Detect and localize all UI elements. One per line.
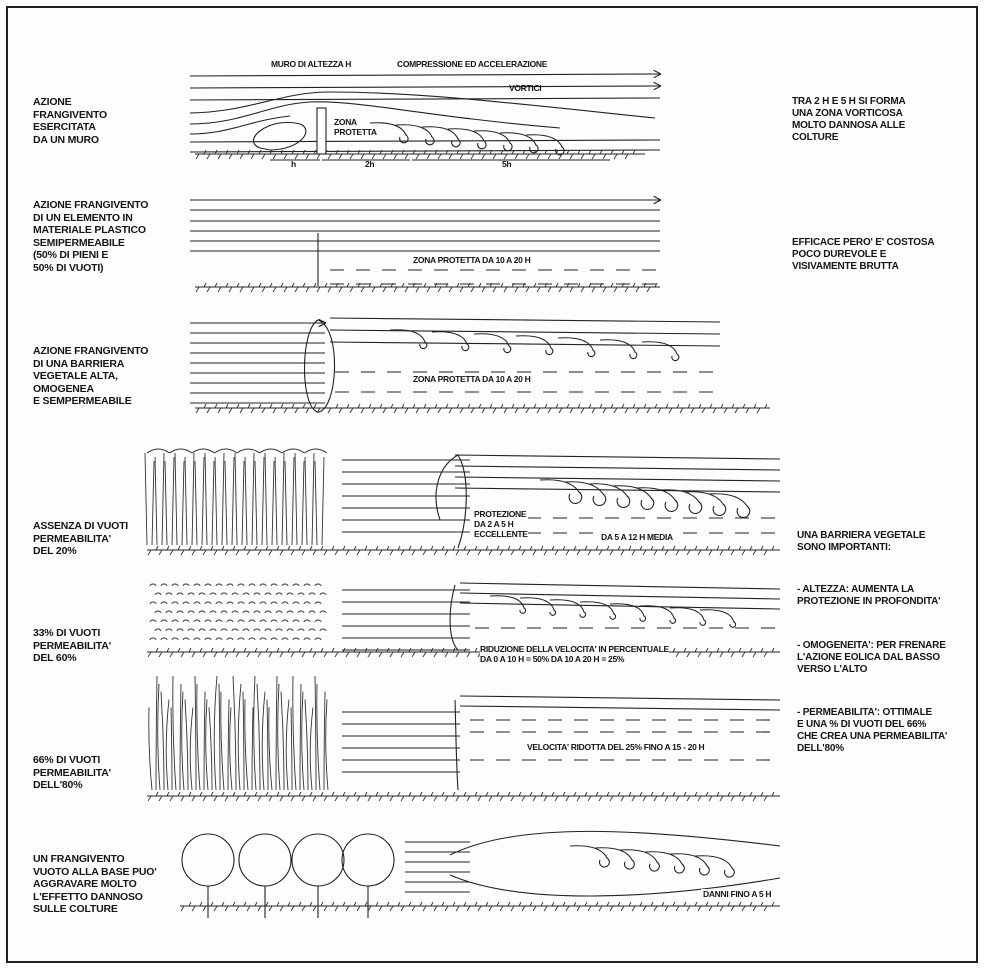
tree-crown	[342, 834, 394, 886]
streamline	[190, 86, 660, 88]
hedge-dense	[145, 449, 327, 545]
streamline	[330, 330, 720, 334]
ann-riduzione: RIDUZIONE DELLA VELOCITA' IN PERCENTUALE…	[480, 644, 669, 664]
streamline	[190, 92, 655, 118]
barrier-tree	[455, 700, 458, 790]
ann-zona-protetta: ZONA PROTETTA	[334, 117, 377, 137]
streamline	[460, 593, 780, 599]
streamline	[450, 831, 780, 855]
streamline	[455, 477, 780, 481]
ann-danni: DANNI FINO A 5 H	[701, 889, 773, 899]
vortex-curls	[570, 846, 734, 877]
ann-zona-10-20-a: ZONA PROTETTA DA 10 A 20 H	[411, 255, 533, 265]
streamline	[190, 140, 660, 142]
ann-protezione: PROTEZIONE DA 2 A 5 H ECCELLENTE	[474, 509, 528, 539]
streamline	[330, 318, 720, 322]
hedge-leafy-strokes	[150, 584, 326, 640]
tree-crown	[182, 834, 234, 886]
ann-muro-altezza: MURO DI ALTEZZA H	[271, 59, 351, 69]
hedge-leafy	[150, 584, 326, 640]
streamline	[190, 74, 660, 76]
ann-dim-5h: 5h	[502, 159, 511, 169]
wall	[317, 108, 326, 154]
vortex-curls	[540, 480, 750, 518]
ann-zona-10-20-b: ZONA PROTETTA DA 10 A 20 H	[411, 374, 533, 384]
streamline	[455, 488, 780, 492]
ann-velocita: VELOCITA' RIDOTTA DEL 25% FINO A 15 - 20…	[525, 742, 706, 752]
ann-dim-2h: 2h	[365, 159, 374, 169]
barrier-tree	[436, 455, 466, 548]
streamline	[455, 466, 780, 470]
tree-crown	[239, 834, 291, 886]
streamline	[190, 116, 290, 134]
eddy-loop	[254, 122, 306, 150]
streamline	[460, 583, 780, 589]
ann-compressione: COMPRESSIONE ED ACCELERAZIONE	[397, 59, 547, 69]
hedge-grass	[149, 676, 328, 790]
barrier-tree	[305, 320, 335, 412]
ann-vortici: VORTICI	[509, 83, 541, 93]
streamline	[190, 98, 660, 100]
tree-crown	[292, 834, 344, 886]
hedge-dense-strokes	[145, 449, 327, 545]
barrier-tree	[450, 585, 458, 650]
streamline	[460, 706, 780, 710]
ann-media: DA 5 A 12 H MEDIA	[599, 532, 675, 542]
vortex-curls	[490, 596, 736, 628]
hedge-grass-strokes	[149, 676, 328, 790]
streamline	[460, 696, 780, 700]
ann-dim-h: h	[291, 159, 296, 169]
streamline	[455, 455, 780, 459]
